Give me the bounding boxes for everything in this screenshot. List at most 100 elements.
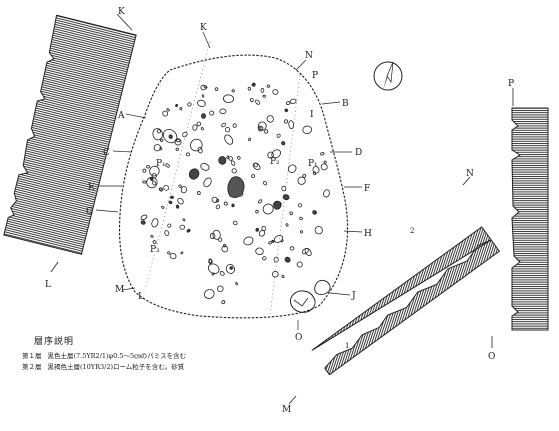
section-m-n xyxy=(311,226,501,376)
pumice-stone xyxy=(251,82,256,87)
pumice-stone xyxy=(196,191,201,195)
pumice-stone xyxy=(255,227,260,232)
section-o-p xyxy=(511,107,549,331)
pumice-stone xyxy=(190,138,203,152)
north-arrow-icon xyxy=(373,61,403,91)
pumice-stone xyxy=(297,176,306,185)
pumice-stone xyxy=(196,121,202,127)
legend-row-2-layer: 第２層 xyxy=(22,363,42,371)
pumice-stone xyxy=(221,245,229,253)
legend-row-2-desc: 黒褐色土層(10YR3/2)ローム粒子を含む。砂質 xyxy=(47,363,185,371)
pumice-stone xyxy=(320,163,328,171)
pumice-stone xyxy=(167,223,172,228)
legend: 層序説明 第１層黒色土層(7.5YR2/1)φ0.5～5㎝のパミスを含む 第２層… xyxy=(22,334,342,373)
pumice-stone xyxy=(266,84,271,88)
label-b: B xyxy=(342,99,349,109)
pumice-stone xyxy=(281,274,285,279)
pumice-stone xyxy=(218,156,227,165)
pumice-stone xyxy=(162,128,178,144)
pumice-stone xyxy=(323,189,330,198)
label-m-section: M xyxy=(282,405,291,415)
pit-label-p1-left: P₁ xyxy=(156,159,166,169)
pumice-stone xyxy=(255,99,261,105)
pumice-stone xyxy=(175,103,179,108)
pumice-stone xyxy=(312,171,317,176)
pumice-stone xyxy=(192,124,198,131)
pumice-stone xyxy=(165,163,170,168)
pumice-stone xyxy=(201,94,205,98)
pumice-stone xyxy=(179,107,183,111)
pumice-stone xyxy=(212,229,221,240)
pumice-stone xyxy=(159,187,164,192)
pumice-stone xyxy=(142,180,147,184)
label-p-right: P xyxy=(508,79,514,89)
pumice-stone xyxy=(179,224,186,230)
pumice-stone xyxy=(188,168,200,180)
pumice-stone xyxy=(271,270,279,278)
pumice-stone xyxy=(299,230,304,234)
pumice-stone xyxy=(209,110,215,116)
pumice-stone xyxy=(156,129,161,134)
pumice-stone xyxy=(271,239,275,243)
pumice-stone xyxy=(264,129,269,134)
pumice-stone xyxy=(203,289,215,299)
pumice-stone xyxy=(197,99,206,108)
pumice-stone xyxy=(146,176,158,189)
pumice-stone xyxy=(226,155,229,160)
pumice-stone xyxy=(284,108,289,113)
pumice-stone xyxy=(186,228,191,233)
pumice-stone xyxy=(312,210,317,215)
pumice-stone xyxy=(281,239,284,243)
pumice-stone xyxy=(162,110,169,117)
pumice-stone xyxy=(208,258,213,263)
label-o-pit: O xyxy=(295,333,302,343)
legend-row-1: 第１層黒色土層(7.5YR2/1)φ0.5～5㎝のパミスを含む xyxy=(22,351,342,362)
pumice-stone xyxy=(176,138,181,143)
pumice-stone xyxy=(262,181,268,186)
pumice-stone xyxy=(209,232,216,240)
label-m-pit: M xyxy=(115,285,124,295)
pumice-stone xyxy=(249,98,254,103)
pumice-stone xyxy=(237,156,241,160)
pumice-stone xyxy=(169,252,177,260)
pumice-stone xyxy=(140,214,148,221)
pumice-stone xyxy=(323,160,327,164)
pumice-stone xyxy=(221,122,226,128)
pumice-stone xyxy=(282,194,290,201)
pumice-stone xyxy=(200,84,207,91)
pumice-stone xyxy=(163,184,170,191)
pumice-stone xyxy=(223,243,227,248)
pit-outline xyxy=(118,54,349,319)
pumice-stone xyxy=(289,211,293,216)
pumice-stone xyxy=(200,113,207,119)
pit-label-p2: P₂ xyxy=(270,157,280,167)
pumice-stone xyxy=(233,220,238,226)
pumice-stone xyxy=(142,168,147,173)
pumice-stone xyxy=(250,174,256,179)
pumice-stone xyxy=(299,216,303,221)
pumice-stone xyxy=(262,94,266,98)
pumice-stone xyxy=(231,89,235,93)
pumice-stone xyxy=(187,102,192,107)
pumice-stone xyxy=(267,151,274,159)
pumice-stone xyxy=(252,162,261,171)
legend-row-1-layer: 第１層 xyxy=(22,352,42,360)
pumice-stone xyxy=(284,119,288,124)
pumice-stone xyxy=(284,256,291,263)
label-l-left: L xyxy=(45,280,51,290)
pumice-stone xyxy=(253,162,258,168)
pumice-stone xyxy=(297,203,303,208)
label-n-pit: N xyxy=(305,51,313,61)
pumice-stone xyxy=(185,152,191,157)
label-k-left: K xyxy=(118,7,125,17)
pumice-stone xyxy=(289,246,295,251)
pumice-stone xyxy=(232,123,237,128)
pumice-stone xyxy=(225,263,235,274)
pumice-stone xyxy=(146,165,150,169)
pit-leader-lines xyxy=(95,31,363,330)
pumice-stone xyxy=(152,180,157,186)
label-h: H xyxy=(364,229,372,239)
pumice-stone xyxy=(203,85,208,89)
pumice-stone xyxy=(273,200,282,210)
